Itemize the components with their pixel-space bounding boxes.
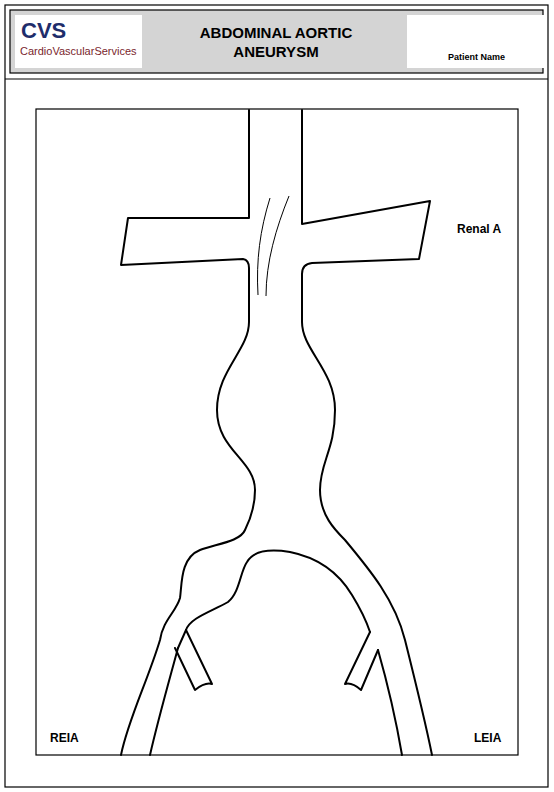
vessel-label: REIA xyxy=(50,731,79,745)
aorta-right-wall xyxy=(302,110,432,755)
catheter-line xyxy=(258,198,271,295)
logo-mark: CVS xyxy=(21,19,66,43)
page-border xyxy=(5,5,548,787)
drawing-frame xyxy=(36,109,518,755)
aorta-left-wall xyxy=(121,110,255,755)
iliac-crotch xyxy=(186,551,370,632)
patient-name-box: Patient Name xyxy=(407,15,546,68)
left-internal-iliac xyxy=(345,632,378,690)
right-internal-iliac xyxy=(175,630,212,690)
vessel-label: LEIA xyxy=(474,731,501,745)
page-title: ABDOMINAL AORTIC ANEURYSM xyxy=(186,23,366,61)
catheter-line xyxy=(266,196,289,296)
logo-subtitle: CardioVascularServices xyxy=(20,45,137,57)
right-external-iliac-inner xyxy=(150,648,178,755)
field-label: Patient Name xyxy=(407,53,546,63)
left-external-iliac-inner xyxy=(378,650,402,755)
logo-box: CVS CardioVascularServices xyxy=(15,15,142,68)
header-rule xyxy=(5,78,548,79)
vessel-label: Renal A xyxy=(457,222,501,236)
